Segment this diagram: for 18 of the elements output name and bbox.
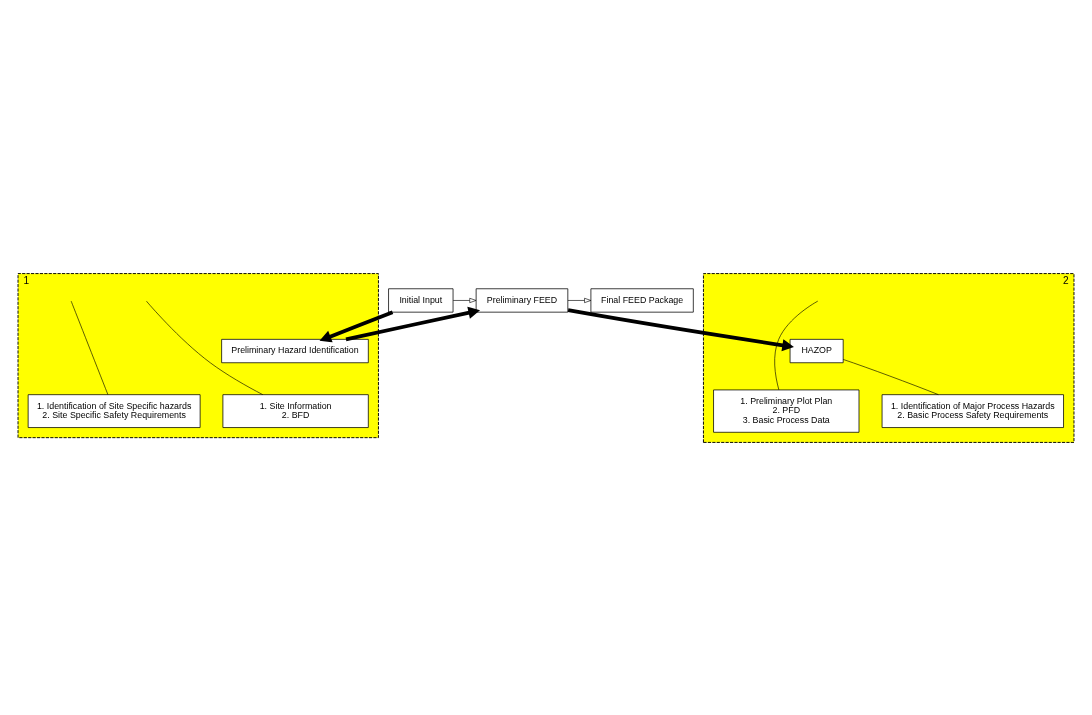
arrow [452, 297, 477, 303]
node-box: 1. Identification of Major Process Hazards 2. Basic Process Safety Requirements [881, 393, 1064, 428]
node-box: Preliminary FEED [475, 287, 569, 313]
node-box: HAZOP [789, 338, 844, 363]
node-box: Preliminary Hazard Identification [221, 338, 369, 363]
arrow [567, 297, 592, 303]
connector [774, 300, 819, 390]
connector [70, 300, 109, 395]
arrow [345, 306, 481, 341]
node-box: Initial Input [388, 287, 454, 313]
arrow [319, 309, 394, 342]
connector [146, 300, 264, 395]
node-box: 1. Identification of Site Specific hazards 2. Site Specific Safety Requirements [27, 393, 201, 428]
arrow [567, 307, 794, 351]
connector [842, 358, 939, 395]
node-box: 1. Site Information 2. BFD [222, 393, 369, 428]
node-box: Final FEED Package [590, 287, 694, 313]
node-box: 1. Preliminary Plot Plan 2. PFD 3. Basic Process Data [713, 389, 860, 433]
